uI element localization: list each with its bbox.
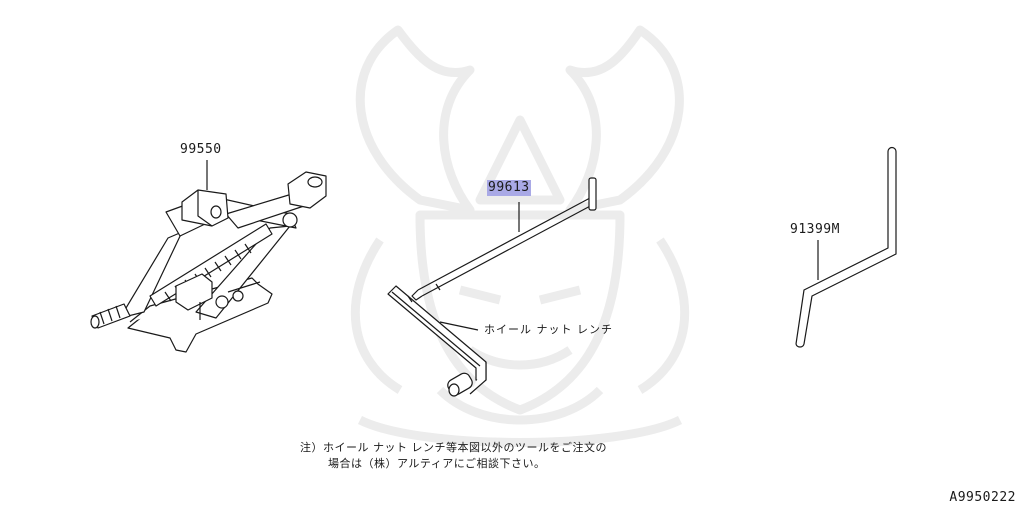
note-line-2: 場合は（株）アルティアにご相談下さい。	[328, 457, 546, 470]
note-line-1: 注）ホイール ナット レンチ等本図以外のツールをご注文の	[300, 441, 607, 454]
part-number-91399m[interactable]: 91399M	[790, 222, 840, 237]
part-number-99550[interactable]: 99550	[180, 142, 222, 157]
wheel-nut-wrench	[387, 285, 487, 397]
samurai-helmet-icon	[350, 25, 690, 447]
wrench-label: ホイール ナット レンチ	[484, 323, 613, 336]
part-number-99613[interactable]: 99613	[487, 180, 531, 196]
diagram-code: A9950222	[949, 490, 1016, 505]
bent-rod	[795, 146, 897, 348]
jack-handle-bar	[411, 177, 597, 301]
scissor-jack	[90, 160, 327, 353]
